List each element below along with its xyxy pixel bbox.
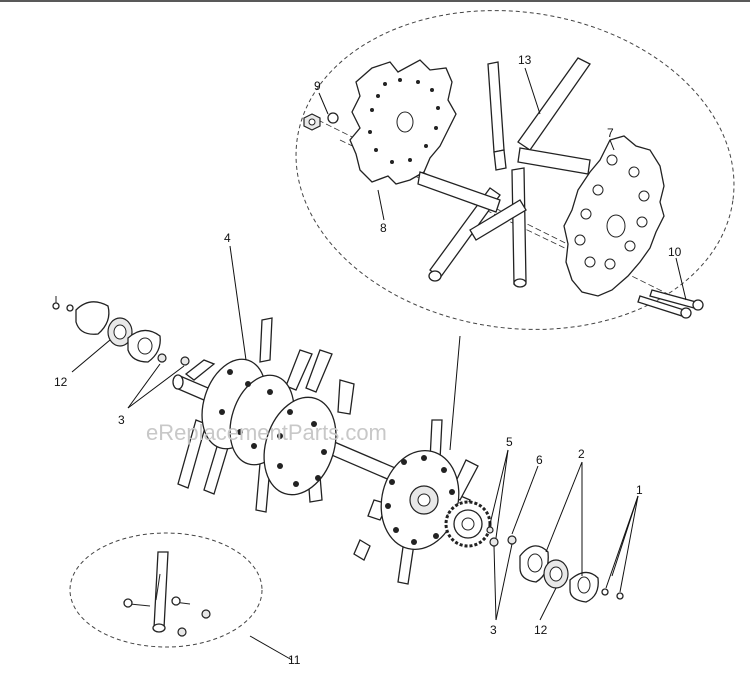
flange-plate-8-holes [368, 78, 440, 164]
leader-lines [71, 67, 687, 661]
callout-12-left: 12 [54, 375, 68, 389]
detail-ellipse-upper [295, 10, 735, 330]
bolts-10 [637, 289, 704, 319]
callout-6: 6 [536, 453, 543, 467]
tine-wheel-right [353, 419, 492, 585]
callout-3-left: 3 [118, 413, 125, 427]
bearing-housing-right [486, 526, 624, 603]
callout-13: 13 [518, 53, 532, 67]
callout-7: 7 [607, 126, 614, 140]
flange-plate-7-holes [574, 154, 650, 270]
tine-wheel-cluster-4 [177, 317, 355, 513]
callout-9: 9 [314, 79, 321, 93]
detail-ellipse-lower [69, 532, 263, 648]
callout-8: 8 [380, 221, 387, 235]
callout-10: 10 [668, 245, 682, 259]
bearing-housing-left [52, 296, 190, 366]
detail-group-tine-kit-11 [69, 532, 263, 648]
callout-4: 4 [224, 231, 231, 245]
callout-3-right: 3 [490, 623, 497, 637]
callout-12-right: 12 [534, 623, 548, 637]
detail-group-tine-assembly [295, 10, 735, 330]
callout-2: 2 [578, 447, 585, 461]
flange-plate-8-hub [396, 111, 414, 133]
callout-11: 11 [288, 653, 301, 667]
watermark-text: eReplacementParts.com [146, 420, 387, 445]
callout-1: 1 [636, 483, 643, 497]
main-shaft-assembly [52, 296, 624, 603]
tine-disc-holes [219, 369, 327, 487]
callout-numbers: 9 13 7 8 10 4 12 3 5 6 2 1 3 12 11 [54, 53, 682, 667]
tine-arms-upper [417, 57, 591, 288]
nut-9 [303, 112, 339, 131]
callout-5: 5 [506, 435, 513, 449]
tine-disc-c [263, 396, 337, 496]
